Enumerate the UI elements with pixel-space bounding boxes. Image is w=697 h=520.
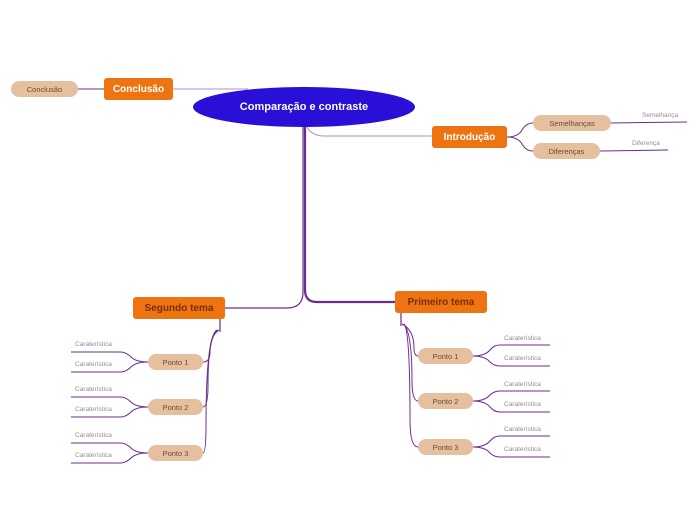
segundo-ponto-1-leaf-1[interactable]: Caraterística (75, 341, 112, 348)
subtopic-conclusao-label: Conclusão (26, 84, 63, 94)
leaf-line-semelhanca (610, 121, 688, 124)
primeiro-ponto-1[interactable]: Ponto 1 (418, 348, 473, 364)
topic-segundo-tema-label: Segundo tema (144, 302, 214, 314)
segundo-ponto-3-label: Ponto 3 (162, 448, 189, 458)
primeiro-ponto-3-leaf-2[interactable]: Caraterística (504, 446, 541, 453)
segundo-ponto-1-label: Ponto 1 (162, 357, 189, 367)
subtopic-diferencas[interactable]: Diferenças (533, 143, 600, 159)
primeiro-ponto-1-label: Ponto 1 (432, 351, 459, 361)
link-semelhancas (506, 122, 534, 138)
segundo-ponto-3-leaf-2[interactable]: Caraterística (75, 452, 112, 459)
subtopic-conclusao[interactable]: Conclusão (11, 81, 78, 97)
primeiro-ponto-3-label: Ponto 3 (432, 442, 459, 452)
trunk-line (303, 125, 395, 304)
primeiro-ponto-2[interactable]: Ponto 2 (418, 393, 473, 409)
primeiro-ponto-3[interactable]: Ponto 3 (418, 439, 473, 455)
segundo-ponto-1-leaf-2[interactable]: Caraterística (75, 361, 112, 368)
topic-primeiro-tema[interactable]: Primeiro tema (395, 291, 487, 313)
segundo-ponto-2-label: Ponto 2 (162, 402, 189, 412)
subtopic-semelhancas[interactable]: Semelhanças (533, 115, 611, 131)
segundo-ponto-2[interactable]: Ponto 2 (148, 399, 203, 415)
topic-conclusao-label: Conclusão (112, 83, 165, 95)
topic-primeiro-tema-label: Primeiro tema (407, 296, 475, 308)
link-introducao (306, 126, 432, 137)
segundo-ponto-2-leaf-2[interactable]: Caraterística (75, 406, 112, 413)
topic-conclusao[interactable]: Conclusão (104, 78, 173, 100)
segundo-ponto-1[interactable]: Ponto 1 (148, 354, 203, 370)
topic-introducao-label: Introdução (443, 131, 496, 143)
segundo-ponto-3-leaf-1[interactable]: Caraterística (75, 432, 112, 439)
primeiro-ponto-2-leaf-1[interactable]: Caraterística (504, 381, 541, 388)
trunk-left-line (225, 125, 304, 309)
leaf-line-diferenca (599, 149, 669, 152)
root-topic-label: Comparação e contraste (239, 101, 369, 113)
primeiro-ponto-1-leaf-2[interactable]: Caraterística (504, 355, 541, 362)
primeiro-ponto-3-leaf-1[interactable]: Caraterística (504, 426, 541, 433)
topic-segundo-tema[interactable]: Segundo tema (133, 297, 225, 319)
subtopic-diferencas-label: Diferenças (548, 146, 585, 156)
topic-introducao[interactable]: Introdução (432, 126, 507, 148)
leaf-diferenca[interactable]: Diferença (632, 140, 660, 147)
subtopic-semelhancas-label: Semelhanças (549, 118, 595, 128)
primeiro-ponto-2-leaf-2[interactable]: Caraterística (504, 401, 541, 408)
link-diferencas (506, 136, 534, 152)
root-topic[interactable]: Comparação e contraste (193, 87, 415, 127)
primeiro-ponto-1-leaf-1[interactable]: Caraterística (504, 335, 541, 342)
leaf-semelhanca[interactable]: Semelhança (642, 112, 679, 119)
segundo-ponto-2-leaf-1[interactable]: Caraterística (75, 386, 112, 393)
primeiro-ponto-2-label: Ponto 2 (432, 396, 459, 406)
segundo-ponto-3[interactable]: Ponto 3 (148, 445, 203, 461)
